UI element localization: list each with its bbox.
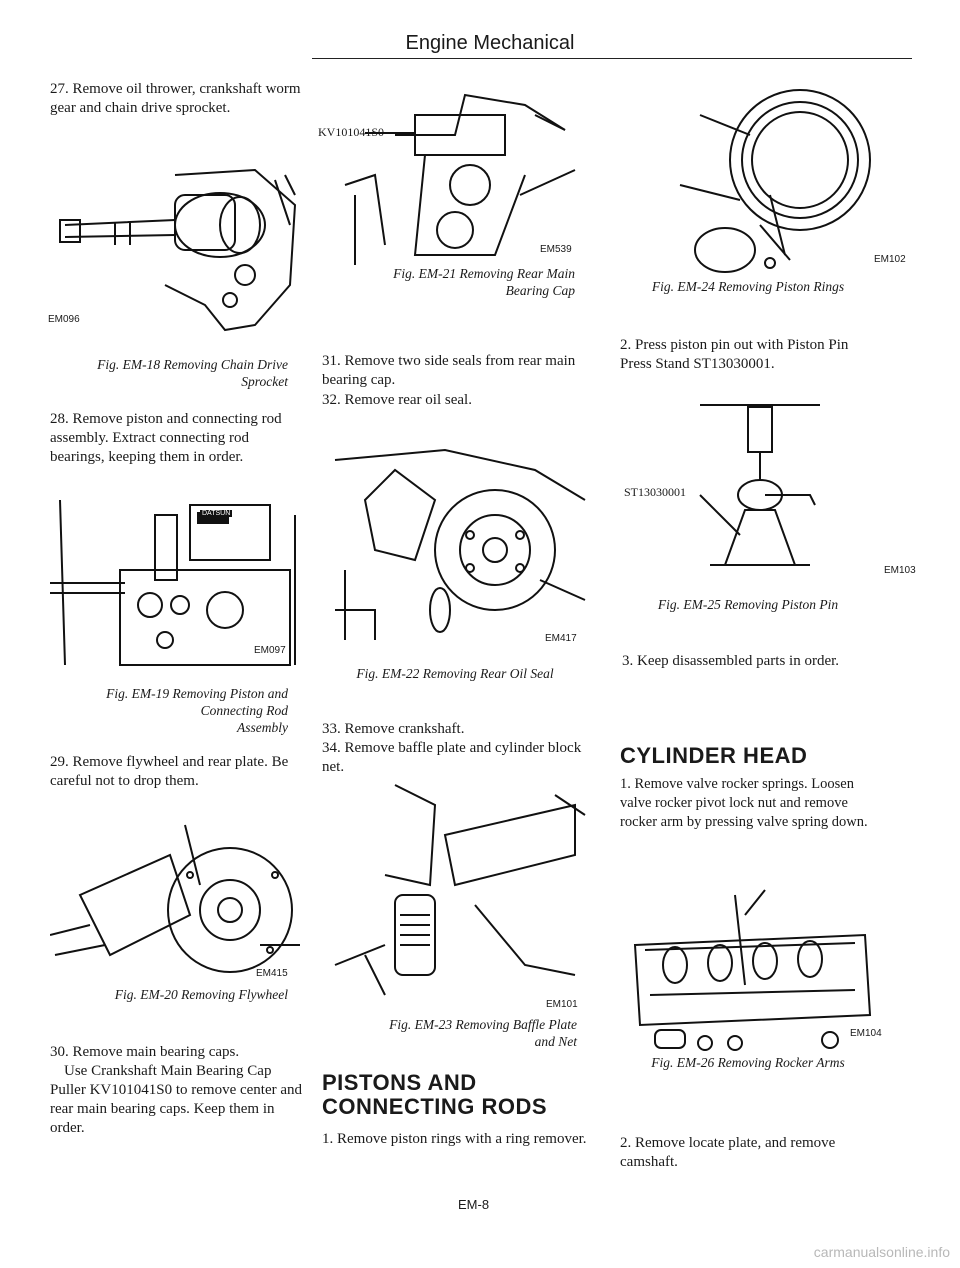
fig-em19-code: EM097 — [254, 645, 286, 656]
step-28: 28. Remove piston and connecting rod ass… — [50, 411, 282, 465]
fig-em26-code: EM104 — [850, 1028, 882, 1039]
fig-em19-illustration — [50, 499, 296, 666]
fig-em23-illustration — [334, 784, 586, 996]
step-cyl-2: 2. Remove locate plate, and remove camsh… — [620, 1135, 836, 1170]
step-32: 32. Remove rear oil seal. — [322, 392, 472, 408]
fig-em24-caption: Fig. EM-24 Removing Piston Rings — [651, 279, 845, 294]
fig-em25-illustration — [699, 404, 820, 566]
fig-em23-code: EM101 — [546, 999, 578, 1010]
fig-em22-code: EM417 — [545, 633, 577, 644]
datsun-label: DATSUN — [200, 510, 233, 517]
fig-em24-illustration — [679, 89, 871, 273]
step-27: 27. Remove oil thrower, crankshaft worm … — [50, 81, 301, 116]
fig-em18-illustration — [59, 168, 297, 332]
fig-em21-illustration — [344, 93, 576, 265]
step-2-piston: 2. Press piston pin out with Piston Pin … — [620, 337, 849, 372]
step-pistons-1: 1. Remove piston rings with a ring remov… — [322, 1131, 587, 1147]
step-33: 33. Remove crankshaft. — [322, 721, 465, 737]
fig-em25-tool-label: ST13030001 — [624, 485, 687, 499]
header-rule — [312, 58, 912, 59]
fig-em22-illustration — [334, 448, 586, 640]
fig-em25-code: EM103 — [884, 565, 916, 576]
fig-em26-caption: Fig. EM-26 Removing Rocker Arms — [651, 1055, 845, 1070]
step-30: 30. Remove main bearing caps. Use Cranks… — [50, 1044, 303, 1136]
page-header: Engine Mechanical — [405, 32, 575, 54]
fig-em20-code: EM415 — [256, 968, 288, 979]
fig-em24-code: EM102 — [874, 254, 906, 265]
fig-em21-code: EM539 — [540, 244, 572, 255]
page-number: EM-8 — [458, 1197, 490, 1212]
fig-em26-illustration — [633, 889, 872, 1051]
fig-em25-caption: Fig. EM-25 Removing Piston Pin — [657, 597, 839, 612]
fig-em20-caption: Fig. EM-20 Removing Flywheel — [114, 987, 288, 1002]
step-29: 29. Remove flywheel and rear plate. Be c… — [50, 754, 289, 789]
step-cyl-1: 1. Remove valve rocker springs. Loosen v… — [620, 776, 868, 830]
fig-em22-caption: Fig. EM-22 Removing Rear Oil Seal — [356, 666, 554, 681]
step-31: 31. Remove two side seals from rear main… — [322, 353, 576, 388]
heading-cylinder-head: CYLINDER HEAD — [620, 743, 808, 768]
fig-em18-code: EM096 — [48, 314, 80, 325]
fig-em20-illustration — [50, 824, 300, 973]
step-34: 34. Remove baffle plate and cylinder blo… — [322, 740, 582, 775]
watermark: carmanualsonline.info — [813, 1244, 950, 1260]
fig-em21-tool-label: KV101041S0 — [318, 125, 385, 139]
step-3-keep: 3. Keep disassembled parts in order. — [622, 653, 840, 669]
